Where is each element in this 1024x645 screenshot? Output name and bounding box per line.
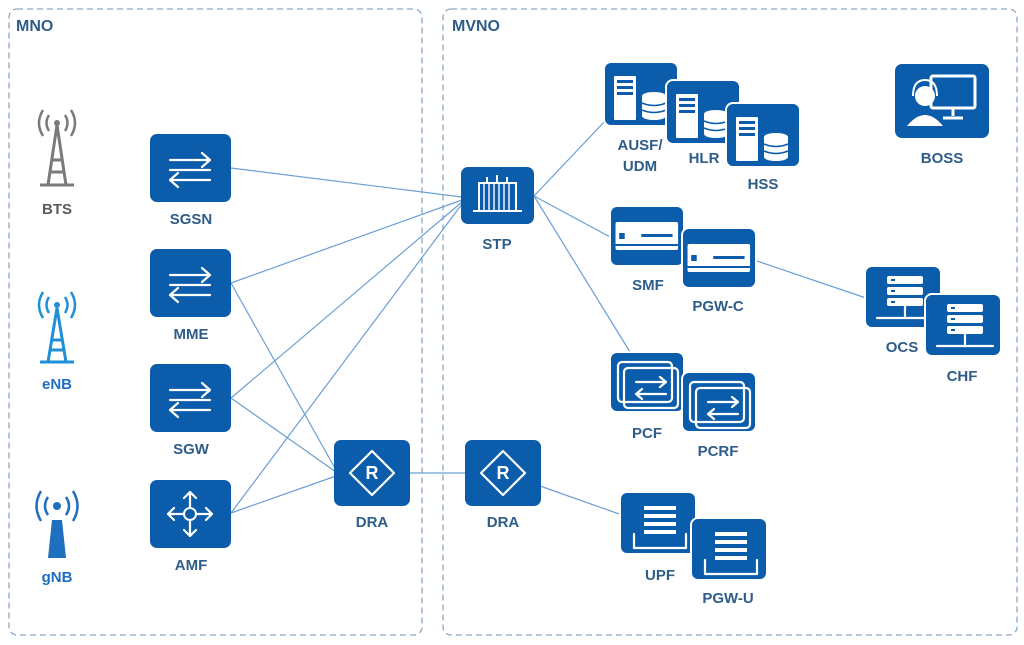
- upf-label: UPF: [645, 567, 675, 584]
- hlr-label: HLR: [689, 150, 720, 167]
- mme-switch-icon: [150, 249, 231, 317]
- gnb-label: gNB: [42, 569, 73, 586]
- pgwc-appliance-icon: [681, 227, 757, 289]
- dra-mvno-label: DRA: [487, 514, 520, 531]
- mvno-zone-label: MVNO: [452, 18, 500, 35]
- amf-label: AMF: [175, 557, 208, 574]
- dra-mno-label: DRA: [356, 514, 389, 531]
- sgsn-switch-icon: [150, 134, 231, 202]
- sgw-label: SGW: [173, 441, 210, 458]
- smf-appliance-icon: [609, 205, 685, 267]
- pgwu-tray-stack-icon: [690, 517, 768, 581]
- hss-label: HSS: [748, 176, 779, 193]
- gnb-tower-icon: [35, 490, 79, 558]
- boss-label: BOSS: [921, 150, 964, 167]
- stp-transformer-icon: [461, 167, 534, 224]
- sgw-switch-icon: [150, 364, 231, 432]
- ausf-udm-label-line1: AUSF/: [618, 137, 664, 154]
- mno-zone: [8, 8, 423, 636]
- ocs-label: OCS: [886, 339, 919, 356]
- pgwc-label: PGW-C: [692, 298, 744, 315]
- pcrf-label: PCRF: [698, 443, 739, 460]
- mme-label: MME: [174, 326, 209, 343]
- chf-server-rack-icon: [924, 293, 1002, 357]
- mvno-zone: [442, 8, 1018, 636]
- links: [230, 119, 867, 516]
- bts-label: BTS: [42, 201, 72, 218]
- ausf-udm-label-line2: UDM: [623, 158, 657, 175]
- enb-tower-icon: [37, 291, 77, 364]
- dra-mvno-router-icon: [465, 440, 541, 506]
- upf-tray-stack-icon: [619, 491, 697, 555]
- pcrf-stacked-cards-icon: [681, 371, 757, 433]
- stp-label: STP: [482, 236, 511, 253]
- mno-zone-label: MNO: [16, 18, 53, 35]
- pcf-label: PCF: [632, 425, 662, 442]
- bts-tower-icon: [37, 109, 77, 187]
- boss-operator-monitor-icon: [895, 64, 989, 138]
- hss-server-icon: [725, 102, 801, 168]
- enb-label: eNB: [42, 376, 72, 393]
- smf-label: SMF: [632, 277, 664, 294]
- sgsn-label: SGSN: [170, 211, 213, 228]
- dra-mno-router-icon: [334, 440, 410, 506]
- chf-label: CHF: [947, 368, 978, 385]
- pgwu-label: PGW-U: [702, 590, 753, 607]
- amf-four-way-arrows-icon: [150, 480, 231, 548]
- pcf-stacked-cards-icon: [609, 351, 685, 413]
